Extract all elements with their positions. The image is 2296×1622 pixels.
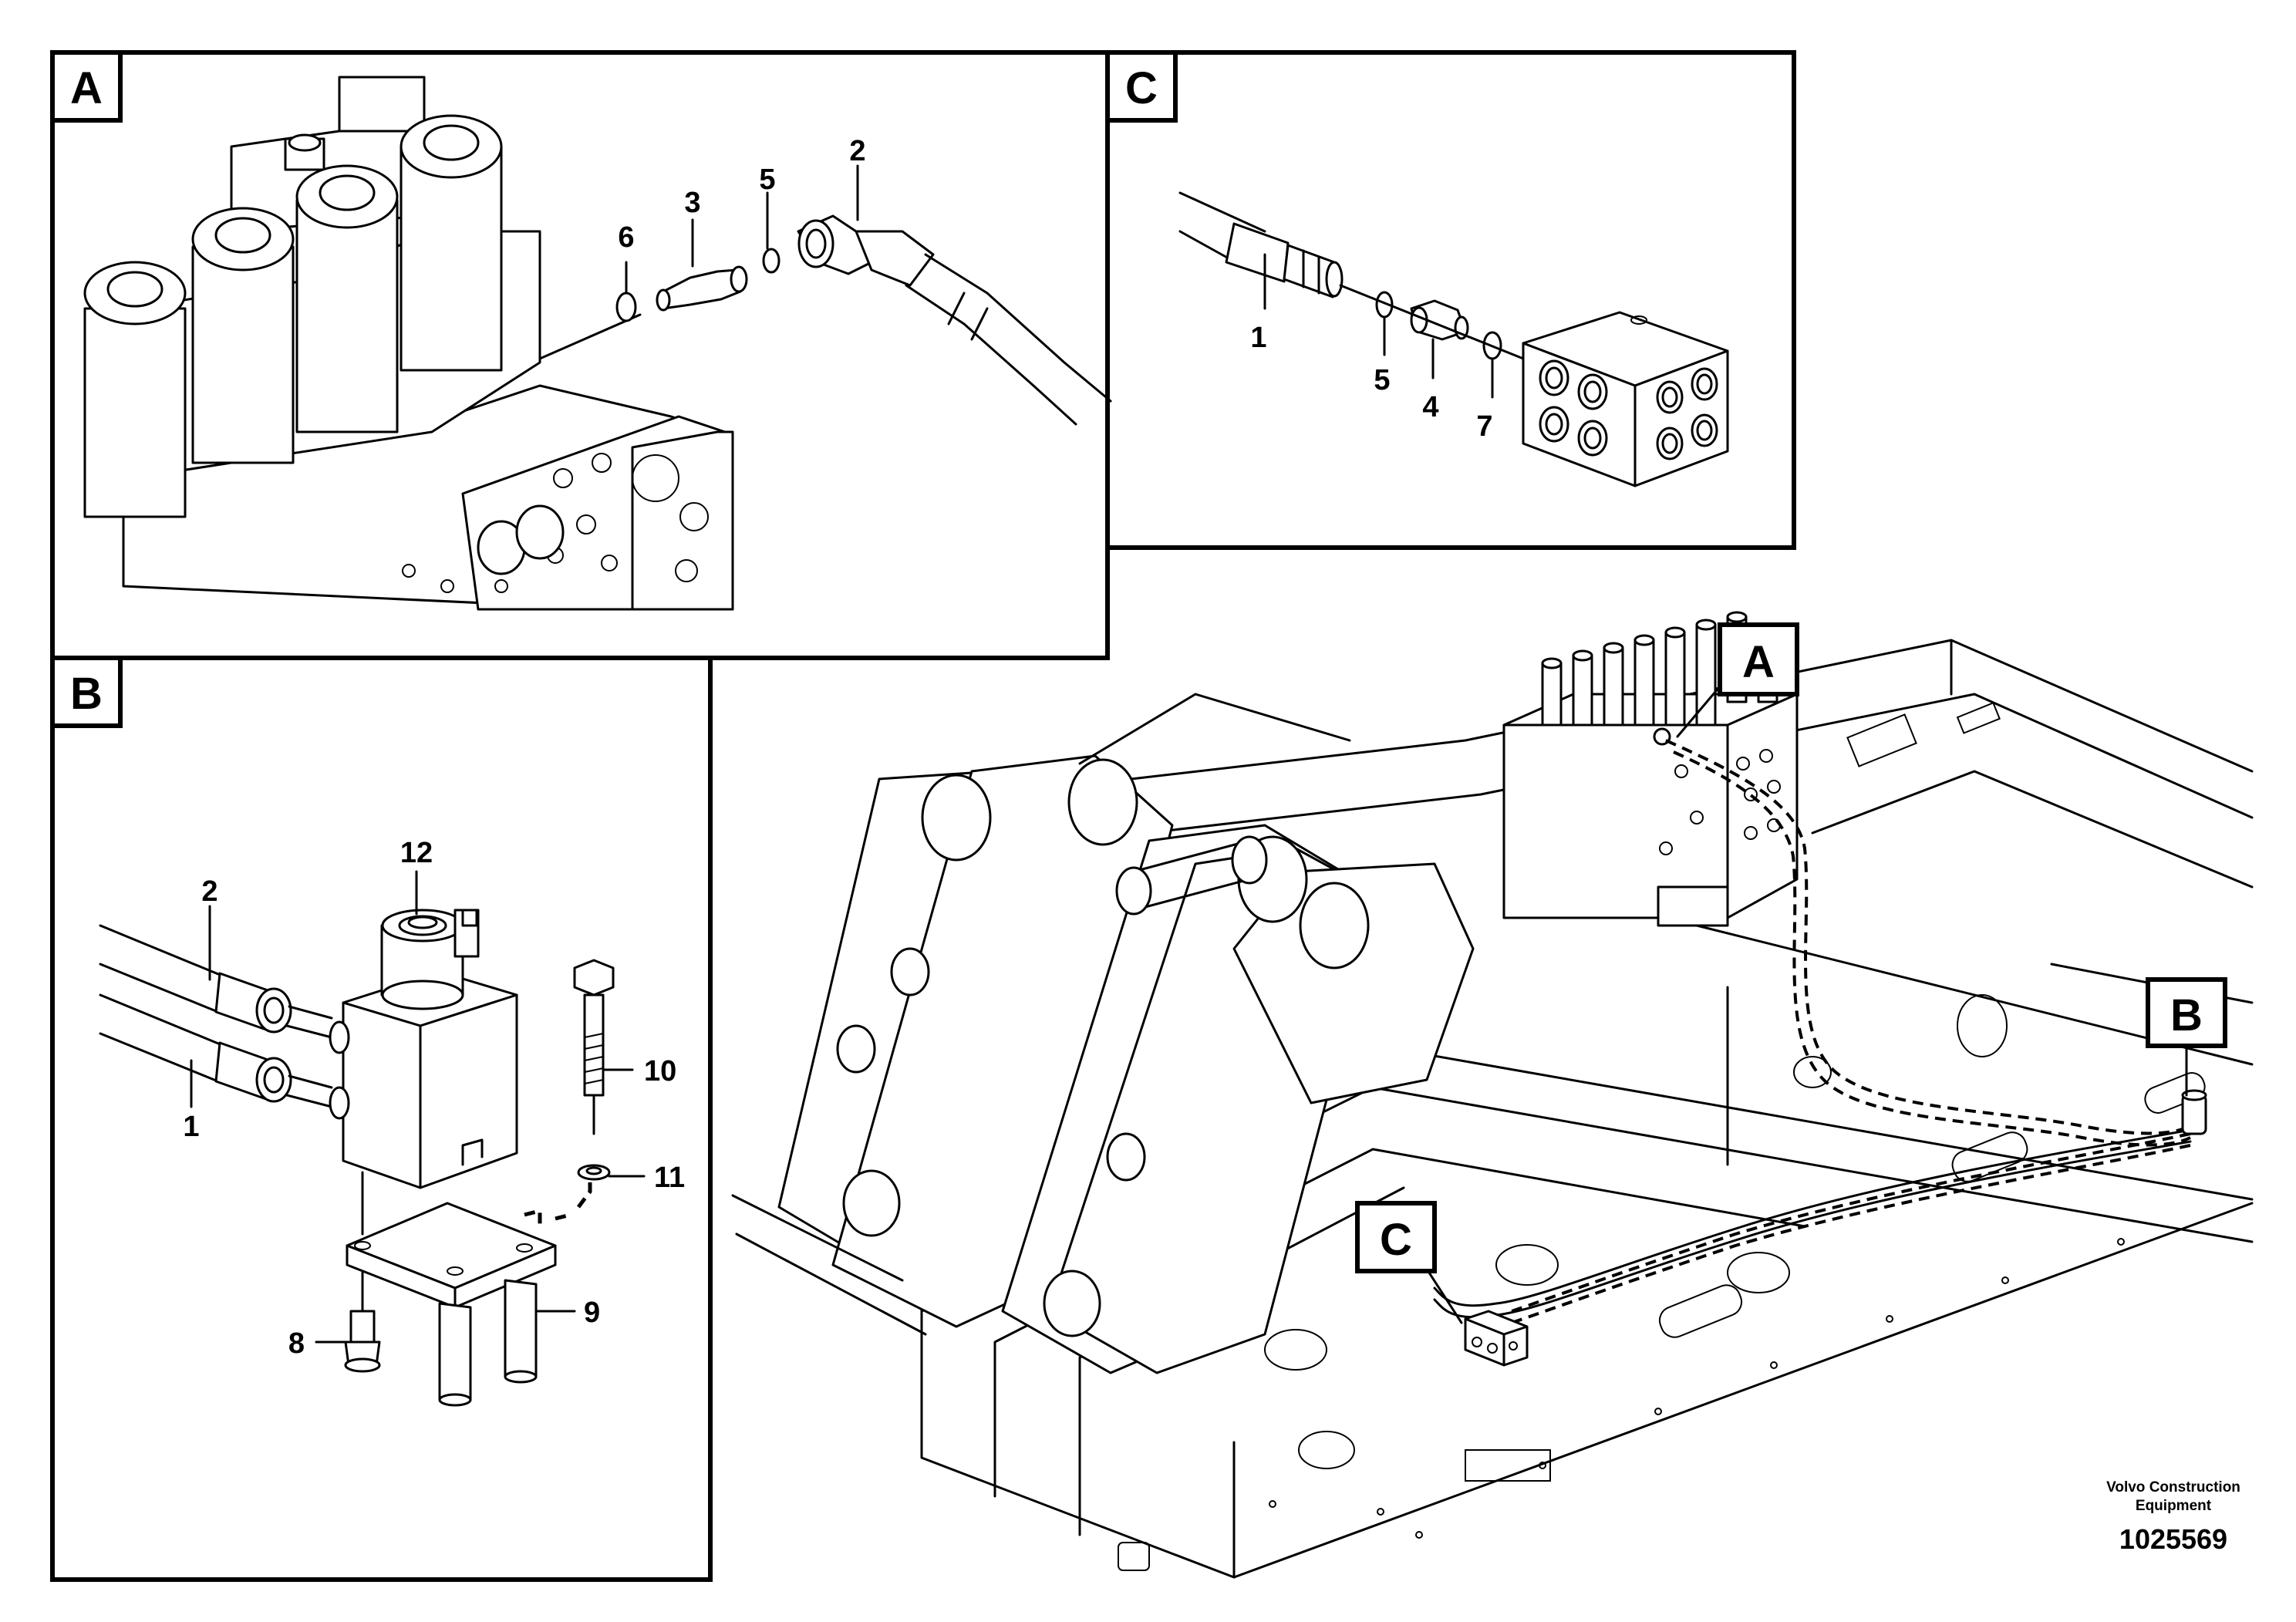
panel-C-callout-7: 7 [1476, 357, 1494, 443]
panel-C: 1 5 4 7 C [1105, 50, 1796, 550]
svg-text:5: 5 [759, 164, 775, 196]
document-number: 1025569 [2119, 1523, 2227, 1555]
panel-B-callout-8: 8 [288, 1327, 347, 1360]
svg-text:4: 4 [1422, 391, 1438, 423]
panel-B-callout-11: 11 [608, 1162, 685, 1194]
panel-B-hose-1 [99, 993, 333, 1108]
svg-text:1: 1 [1250, 322, 1266, 354]
svg-text:C: C [1380, 1215, 1412, 1265]
panel-B-solenoid-valve [329, 909, 518, 1189]
panel-A: 6 3 5 2 A [50, 50, 1112, 660]
overview-tag-C: C [1355, 1201, 1463, 1324]
overview-control-valve [1502, 611, 1799, 927]
panel-A-callout-3: 3 [684, 187, 701, 268]
panel-C-tag: C [1125, 63, 1158, 113]
panel-B-hose-2 [99, 924, 333, 1039]
panel-A-oring-5 [762, 248, 781, 274]
panel-A-callout-5: 5 [759, 164, 776, 250]
panel-C-hose-1 [1178, 191, 1344, 298]
panel-C-callout-1: 1 [1250, 253, 1267, 354]
panel-B-callout-9: 9 [534, 1297, 600, 1329]
panel-A-adapter-3 [656, 265, 748, 312]
panel-A-callout-6: 6 [618, 221, 635, 295]
svg-text:8: 8 [288, 1327, 305, 1360]
svg-text:10: 10 [644, 1055, 676, 1088]
overview-tag-B: B [2146, 977, 2227, 1097]
panel-B-callout-1: 1 [183, 1059, 200, 1143]
panel-A-tag: A [70, 63, 103, 113]
svg-text:1: 1 [183, 1111, 199, 1143]
panel-B: 12 2 1 10 11 9 8 B [50, 656, 713, 1582]
svg-text:2: 2 [849, 135, 865, 167]
svg-text:12: 12 [400, 837, 433, 869]
credit-line-2: Equipment [2136, 1498, 2212, 1514]
svg-text:2: 2 [201, 875, 217, 908]
overview-boom-brackets [731, 693, 1475, 1374]
svg-text:B: B [2170, 990, 2203, 1040]
panel-B-screw-8 [344, 1271, 381, 1373]
panel-A-hose-2 [797, 214, 1112, 426]
panel-A-oring-6 [615, 292, 637, 322]
credit-block: Volvo Construction Equipment 1025569 [2106, 1479, 2240, 1555]
svg-text:A: A [1742, 637, 1775, 687]
panel-C-manifold-block [1522, 311, 1729, 487]
overview-hose-routing [1433, 739, 2207, 1367]
panel-C-adapter-4 [1410, 299, 1469, 341]
svg-text:3: 3 [684, 187, 700, 219]
panel-C-callout-5: 5 [1374, 316, 1391, 396]
panel-B-washer-11 [524, 1094, 611, 1226]
panel-A-callout-2: 2 [849, 135, 866, 221]
panel-B-callout-10: 10 [602, 1055, 676, 1088]
panel-A-cylinders [83, 114, 503, 518]
panel-B-bolt-10 [573, 959, 615, 1097]
panel-C-callout-4: 4 [1422, 338, 1439, 423]
svg-text:6: 6 [618, 221, 634, 254]
credit-line-1: Volvo Construction [2106, 1479, 2240, 1496]
panel-B-callout-12: 12 [400, 837, 433, 916]
svg-text:11: 11 [654, 1162, 685, 1194]
panel-B-tag: B [70, 669, 103, 719]
svg-text:9: 9 [584, 1297, 600, 1329]
overview-tag-A: A [1676, 622, 1799, 738]
svg-text:7: 7 [1476, 410, 1492, 443]
svg-text:5: 5 [1374, 364, 1390, 396]
panel-B-bracket [346, 1202, 557, 1407]
panel-B-callout-2: 2 [201, 875, 218, 981]
